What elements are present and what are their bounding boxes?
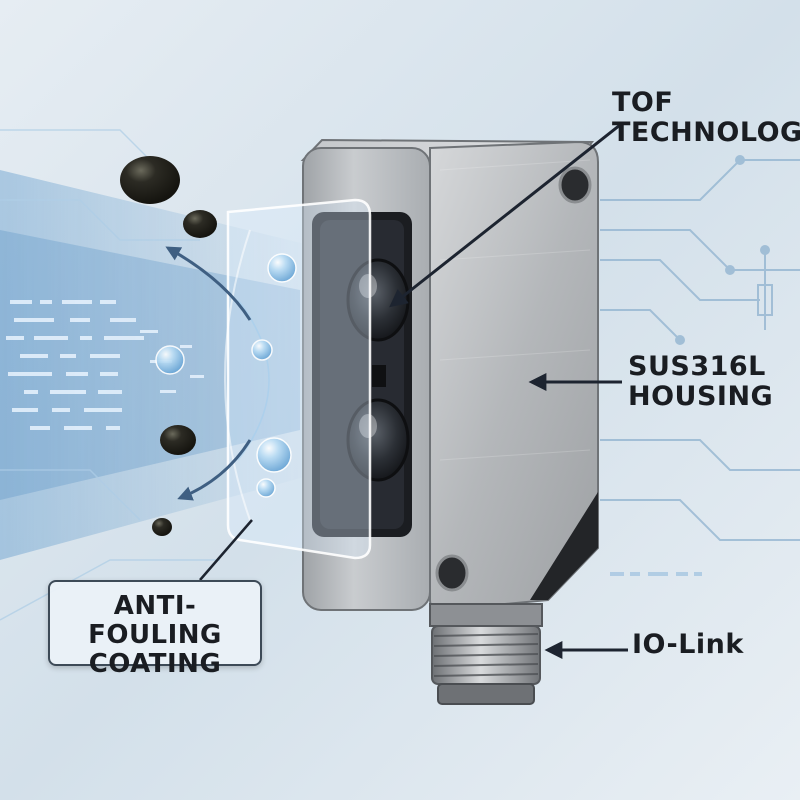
emitter-lens	[346, 258, 410, 342]
housing-chamfer	[530, 492, 598, 600]
circuit-traces-right	[600, 155, 800, 541]
repel-arrow-up	[165, 246, 252, 321]
m12-connector	[429, 603, 543, 705]
receiver-lens	[346, 398, 410, 482]
io-link-label: IO-Link	[632, 629, 744, 660]
anti-fouling-coating-callout: ANTI-FOULING COATING	[48, 580, 262, 679]
water-droplets	[155, 253, 297, 498]
callout-line-coating	[199, 519, 253, 581]
dirt-particles	[120, 156, 217, 536]
indicator-slot	[372, 365, 386, 387]
housing-material-label: SUS316L HOUSING	[628, 351, 774, 413]
coating-shield	[224, 198, 372, 560]
repel-arrow-down	[177, 439, 252, 501]
callout-arrow-tof	[389, 123, 621, 308]
tof-technology-label: TOF TECHNOLOGY	[612, 87, 800, 149]
mounting-hole-bottom	[435, 554, 469, 592]
data-bars-right	[610, 572, 702, 576]
mounting-hole-top	[558, 166, 592, 204]
